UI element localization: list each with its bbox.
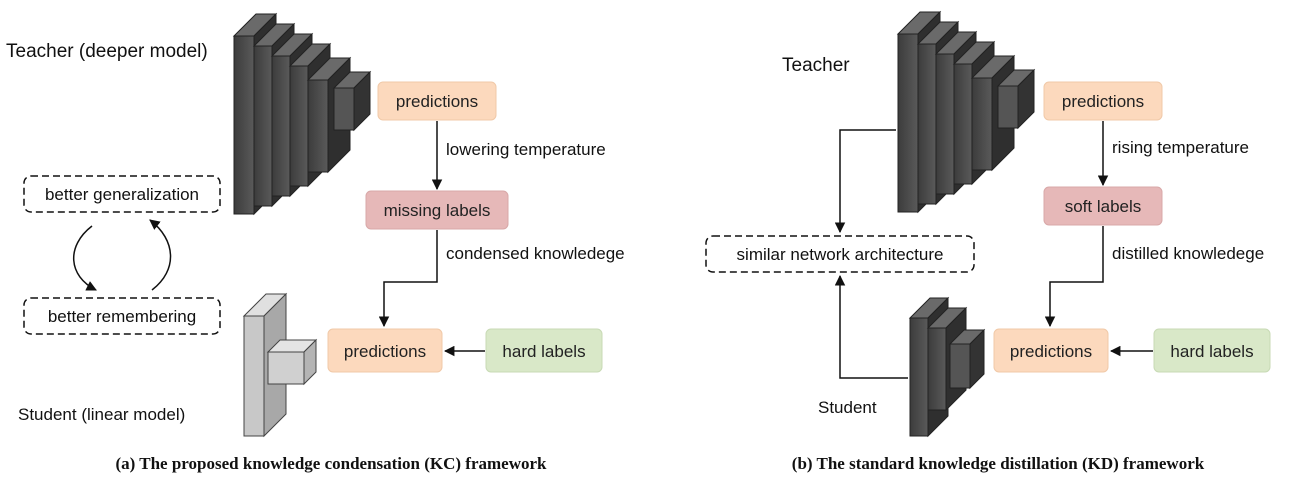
arrow-to-student-predictions xyxy=(378,230,438,328)
student-label-kd: Student xyxy=(818,398,877,417)
similar-architecture-box xyxy=(705,235,975,273)
teacher-predictions-box-kd xyxy=(1043,81,1163,121)
better-generalization-box xyxy=(23,175,221,213)
hard-labels-text: hard labels xyxy=(502,342,585,361)
student-predictions-label-kd: predictions xyxy=(1010,342,1092,361)
student-linear-model-icon xyxy=(242,292,318,438)
student-predictions-box-kd xyxy=(993,328,1109,373)
loop-arrow-up xyxy=(149,219,172,291)
better-generalization-text: better generalization xyxy=(45,185,199,204)
arrow-to-student-predictions-kd xyxy=(1044,226,1104,328)
kc-panel: Teacher (deeper model) xyxy=(6,12,625,473)
caption-b: (b) The standard knowledge distillation … xyxy=(792,454,1205,473)
student-predictions-box xyxy=(327,328,443,373)
caption-a: (a) The proposed knowledge condensation … xyxy=(116,454,548,473)
teacher-label: Teacher (deeper model) xyxy=(6,41,208,62)
student-network-icon-kd xyxy=(908,296,986,438)
teacher-network-icon-kd xyxy=(896,10,1036,214)
condensed-knowledge-label: condensed knowledege xyxy=(446,244,625,263)
distilled-knowledge-label: distilled knowledege xyxy=(1112,244,1264,263)
hard-labels-box xyxy=(485,328,603,373)
better-remembering-box xyxy=(23,297,221,335)
similar-architecture-text: similar network architecture xyxy=(737,245,944,264)
teacher-predictions-label-kd: predictions xyxy=(1062,92,1144,111)
student-predictions-label: predictions xyxy=(344,342,426,361)
soft-labels-box xyxy=(1043,186,1163,226)
missing-labels-box xyxy=(365,190,509,230)
better-remembering-text: better remembering xyxy=(48,307,196,326)
loop-arrow-down xyxy=(73,225,97,291)
teacher-predictions-box xyxy=(377,81,497,121)
missing-labels-text: missing labels xyxy=(384,201,491,220)
hard-labels-box-kd xyxy=(1153,328,1271,373)
lowering-temperature-label: lowering temperature xyxy=(446,140,606,159)
arrow-teacher-to-architecture xyxy=(834,129,896,234)
hard-labels-text-kd: hard labels xyxy=(1170,342,1253,361)
arrow-student-to-architecture xyxy=(834,274,908,379)
rising-temperature-label: rising temperature xyxy=(1112,138,1249,157)
soft-labels-text: soft labels xyxy=(1065,197,1142,216)
teacher-network-icon xyxy=(232,12,372,216)
teacher-predictions-label: predictions xyxy=(396,92,478,111)
student-label: Student (linear model) xyxy=(18,405,185,424)
kd-panel: Teacher xyxy=(705,10,1271,473)
teacher-label-kd: Teacher xyxy=(782,55,850,76)
